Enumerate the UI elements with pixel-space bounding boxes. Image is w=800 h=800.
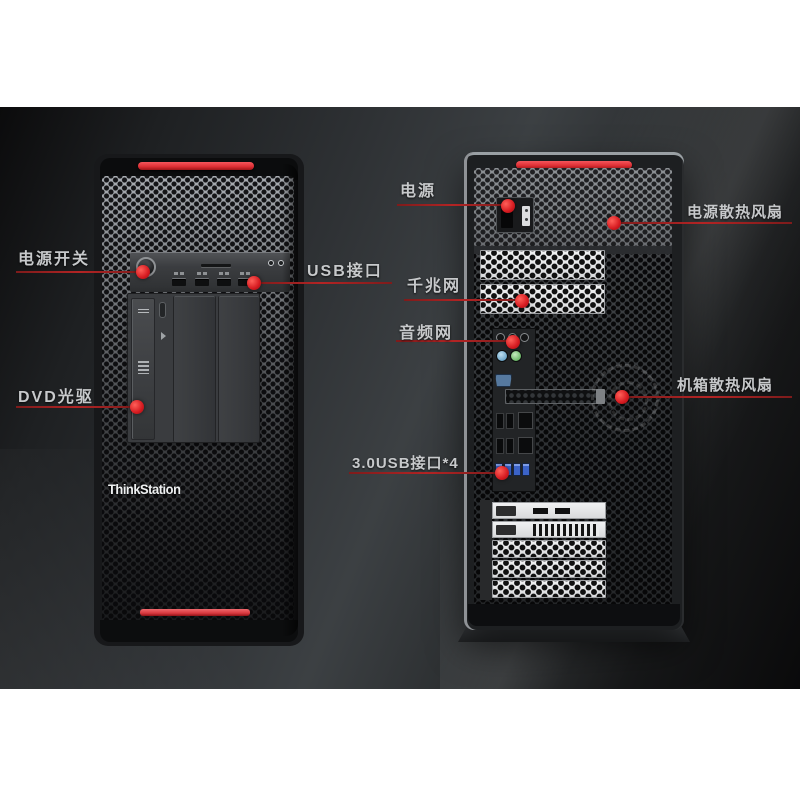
tower-front-view: ThinkStation [94, 154, 304, 646]
marker-dot-power-switch [136, 265, 150, 279]
ethernet-port [518, 412, 533, 429]
rear-panel-interior [474, 168, 672, 608]
leader-line-usb-ports [252, 282, 392, 284]
slot-bracket-strip [480, 500, 492, 600]
marker-dot-dvd-drive [130, 400, 144, 414]
usb-icon [219, 272, 229, 275]
front-io-strip [130, 252, 290, 292]
dvi-connector [496, 506, 516, 516]
audio-jack [520, 333, 529, 342]
bottom-white-band [0, 689, 800, 800]
marker-dot-psu-fan [607, 216, 621, 230]
front-usb-port [238, 279, 252, 286]
marker-dot-usb3-ports [495, 466, 509, 480]
front-usb-port [217, 279, 231, 286]
usb-icon [197, 272, 207, 275]
bay-door [218, 296, 260, 442]
annotation-dvd-drive: DVD光驱 [18, 389, 94, 406]
leader-line-chassis-fan [621, 396, 792, 398]
dvd-drive-bay [131, 298, 155, 440]
marker-dot-chassis-fan [615, 390, 629, 404]
leader-line-power-inlet [397, 204, 509, 206]
marker-dot-audio-ports [506, 335, 520, 349]
upper-slot-covers [480, 250, 606, 316]
slot-cover [492, 540, 606, 558]
annotation-chassis-fan: 机箱散热风扇 [677, 377, 774, 394]
leader-line-usb3-ports [349, 472, 503, 474]
chassis-fan-blades [591, 364, 659, 432]
drive-bay-block [127, 293, 260, 443]
usb2-port [496, 438, 504, 454]
bay-arrow-icon [161, 332, 166, 340]
annotation-audio-ports: 音频网 [399, 325, 454, 342]
rear-handle-red-accent [516, 161, 632, 169]
line-in-jack [496, 350, 508, 362]
leader-line-power-switch [16, 271, 144, 273]
marker-dot-gigabit-lan [515, 294, 529, 308]
dvd-logo-mark [138, 309, 149, 315]
front-side-shadow [282, 164, 298, 636]
slot-cover [492, 560, 606, 578]
annotation-usb-ports: USB接口 [307, 263, 383, 280]
front-usb-port [195, 279, 209, 286]
marker-dot-power-inlet [501, 199, 515, 213]
usb2-port [496, 413, 504, 429]
gpu-bracket [492, 521, 606, 538]
vga-connector [495, 374, 512, 387]
usb2-port [506, 438, 514, 454]
front-bottom-bezel [100, 620, 298, 642]
tower-rear-view [464, 152, 684, 630]
usb2-port [506, 413, 514, 429]
displayport-connector [533, 508, 548, 514]
leader-line-gigabit-lan [404, 299, 523, 301]
sd-card-slot [201, 264, 231, 267]
annotation-psu-fan: 电源散热风扇 [687, 204, 784, 221]
dvi-connector [496, 525, 516, 535]
slot-cover [492, 580, 606, 598]
usb-icon [240, 272, 250, 275]
leader-line-audio-ports [396, 340, 514, 342]
dvd-eject-button [159, 302, 166, 318]
lower-slot-zone [480, 500, 606, 600]
usb-icon [174, 272, 184, 275]
front-handle-red-accent [138, 162, 254, 170]
front-usb-port [172, 279, 186, 286]
annotation-usb3-ports: 3.0USB接口*4 [352, 455, 459, 472]
leader-line-dvd-drive [16, 406, 138, 408]
slot-cover [480, 250, 605, 280]
usb3-port [522, 463, 530, 476]
annotation-power-inlet: 电源 [400, 183, 437, 200]
bay-door [173, 296, 216, 442]
marker-dot-usb-ports [247, 276, 261, 290]
headphone-jack-icon [268, 260, 274, 266]
displayport-connector [555, 508, 570, 514]
leader-line-psu-fan [613, 222, 792, 224]
thinkstation-logo: ThinkStation [108, 481, 181, 497]
rear-bottom-bezel [468, 604, 680, 626]
gpu-bracket [492, 502, 606, 519]
bracket-vent-slats [533, 524, 599, 536]
top-white-band [0, 0, 800, 107]
dvd-logo-mark [138, 361, 149, 374]
usb3-port [513, 463, 521, 476]
ethernet-port [518, 437, 533, 454]
power-socket-pins [522, 206, 530, 226]
front-bottom-red-accent [140, 609, 250, 616]
annotation-power-switch: 电源开关 [18, 251, 91, 268]
annotation-gigabit-lan: 千兆网 [407, 278, 462, 295]
line-out-jack [510, 350, 522, 362]
chassis-vent-bar [505, 389, 604, 404]
